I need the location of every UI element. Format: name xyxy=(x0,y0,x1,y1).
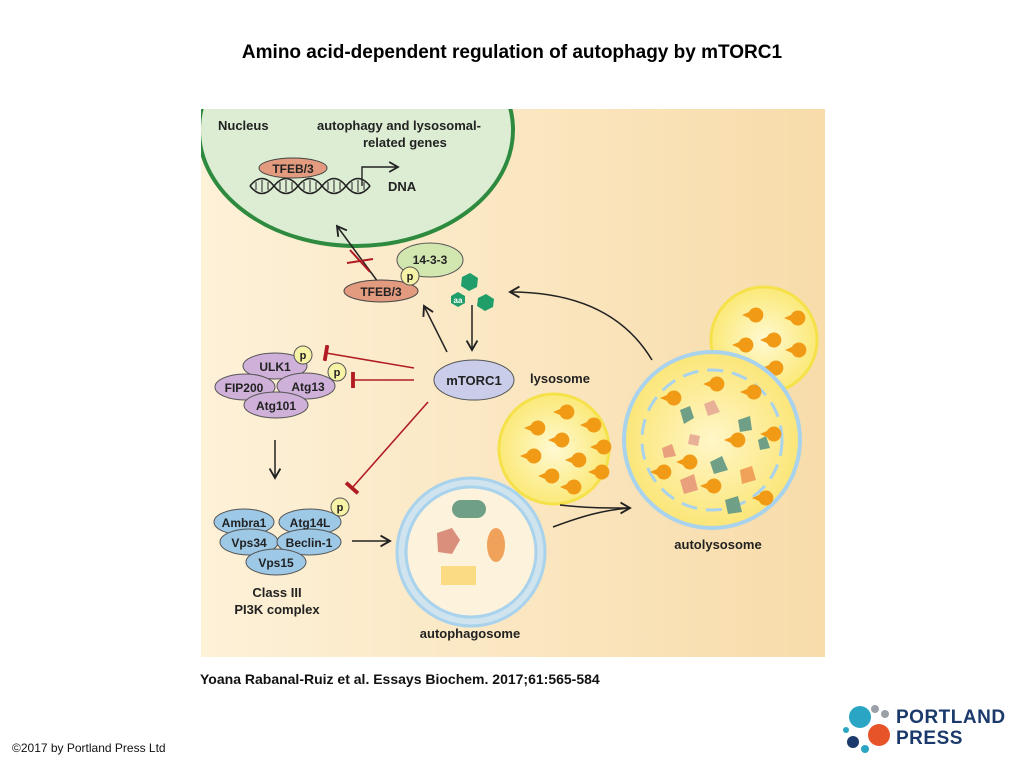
lysosome xyxy=(497,392,612,506)
protein-14-3-3-label: 14-3-3 xyxy=(413,253,448,267)
dna-label: DNA xyxy=(388,179,417,194)
ulk1-complex xyxy=(214,352,336,419)
tfeb-nuclear-label: TFEB/3 xyxy=(272,162,314,176)
atg101-label: Atg101 xyxy=(256,399,296,413)
dna-helix xyxy=(249,177,371,195)
logo-dot-navy xyxy=(847,736,859,748)
logo-dot-gray-right xyxy=(881,710,889,718)
autolysosome xyxy=(622,350,802,530)
ulk1 xyxy=(242,352,308,380)
inhibit-ulk1 xyxy=(322,344,415,369)
ulk1-phospho xyxy=(293,345,313,365)
autolysosome-to-aa-arrow xyxy=(508,285,653,361)
autolysosome-label: autolysosome xyxy=(674,537,761,552)
logo-dot-teal-large xyxy=(849,706,871,728)
atg14l-phospho-label: p xyxy=(337,502,344,514)
tfeb-cyto xyxy=(343,279,419,303)
tfeb-phospho-label: p xyxy=(407,271,414,283)
autophagosome-label: autophagosome xyxy=(420,626,520,641)
lysosome-label: lysosome xyxy=(530,371,590,386)
vps15-label: Vps15 xyxy=(258,556,294,570)
pi3k-label-line1: Class III xyxy=(252,585,301,600)
import-block-x xyxy=(346,249,374,273)
ulk1-phospho-label: p xyxy=(300,350,307,362)
mtorc1-label: mTORC1 xyxy=(446,373,501,388)
logo-dot-orange xyxy=(868,724,890,746)
pi3k-complex xyxy=(213,508,342,576)
logo-text: PORTLAND PRESS xyxy=(896,707,1006,749)
copyright: ©2017 by Portland Press Ltd xyxy=(12,741,166,755)
logo-dot-teal-small xyxy=(861,745,869,753)
genes-label-line2: related genes xyxy=(363,135,447,150)
fip200-label: FIP200 xyxy=(225,381,264,395)
nucleus-label: Nucleus xyxy=(218,118,269,133)
atg14l-label: Atg14L xyxy=(290,516,331,530)
ambra1-label: Ambra1 xyxy=(222,516,267,530)
portland-press-logo xyxy=(843,705,890,753)
atg13-label: Atg13 xyxy=(291,380,325,394)
autophagosome-to-autolysosome-arrow xyxy=(552,507,631,528)
atg14l-phospho xyxy=(330,497,350,517)
atg101 xyxy=(243,391,309,419)
autophagosome xyxy=(395,476,547,628)
ulk1-label: ULK1 xyxy=(259,360,291,374)
tfeb-nuclear xyxy=(258,157,328,179)
logo-dot-gray-top xyxy=(871,705,879,713)
logo-line-portland: PORTLAND xyxy=(896,707,1006,728)
beclin1 xyxy=(276,528,342,556)
atg13-phospho-label: p xyxy=(334,367,341,379)
logo-dot-teal-tiny xyxy=(843,727,849,733)
atg13 xyxy=(276,372,336,400)
nuclear-import-arrow xyxy=(335,224,379,283)
vps34-label: Vps34 xyxy=(231,536,267,550)
logo-line-press: PRESS xyxy=(896,728,963,749)
tfeb-cyto-label: TFEB/3 xyxy=(360,285,402,299)
beclin1-label: Beclin-1 xyxy=(286,536,333,550)
genes-label-line1: autophagy and lysosomal- xyxy=(317,118,481,133)
aa-label: aa xyxy=(454,296,463,305)
citation: Yoana Rabanal-Ruiz et al. Essays Biochem… xyxy=(200,671,600,687)
slide-title: Amino acid-dependent regulation of autop… xyxy=(241,42,783,63)
atg13-phospho xyxy=(327,362,347,382)
vps15 xyxy=(245,548,307,576)
mtorc1-to-tfeb-arrow xyxy=(422,304,448,353)
inhibit-pi3k xyxy=(344,401,429,495)
nucleus xyxy=(201,109,515,248)
amino-acids xyxy=(451,273,494,311)
tfeb-phospho xyxy=(400,266,420,286)
pi3k-label-line2: PI3K complex xyxy=(234,602,320,617)
mtorc1 xyxy=(433,359,515,401)
